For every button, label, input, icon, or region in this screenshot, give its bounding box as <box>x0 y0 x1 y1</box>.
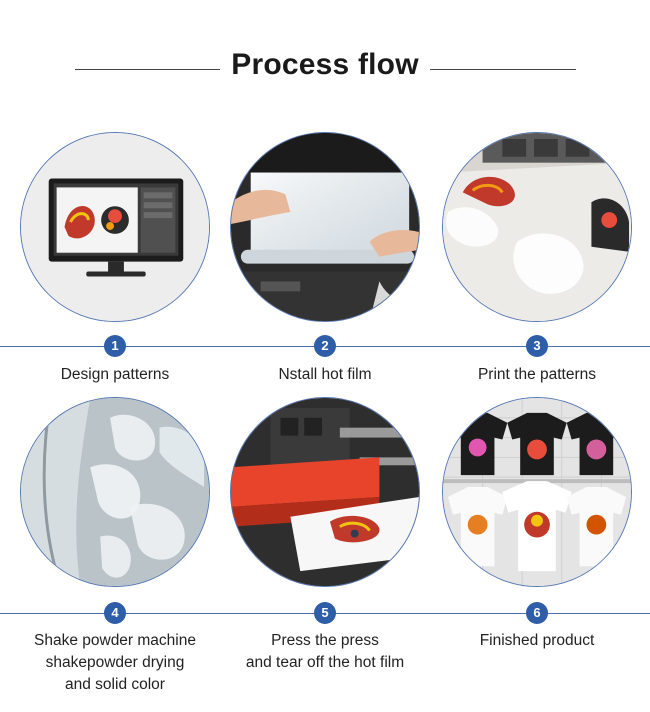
step-number-badge: 1 <box>104 335 126 357</box>
title-divider-left <box>75 69 220 70</box>
powder-shaking-illustration <box>21 398 209 586</box>
step-6-caption: Finished product <box>432 630 642 652</box>
step-6-image <box>442 397 632 587</box>
caption-line: and tear off the hot film <box>245 654 405 671</box>
step-number-badge: 6 <box>526 602 548 624</box>
monitor-design-illustration <box>21 133 209 321</box>
finished-tshirts-illustration <box>443 398 631 586</box>
step-number-badge: 2 <box>314 335 336 357</box>
caption-line: Nstall hot film <box>278 366 372 383</box>
page-title: Process flow <box>231 48 419 81</box>
heat-press-illustration <box>231 398 419 586</box>
step-2-image <box>230 132 420 322</box>
step-4-caption: Shake powder machine shakepowder drying … <box>10 630 220 696</box>
step-1-image <box>20 132 210 322</box>
film-installation-illustration <box>231 133 419 321</box>
caption-line: Press the press <box>271 632 379 649</box>
step-5-image <box>230 397 420 587</box>
step-5-caption: Press the press and tear off the hot fil… <box>220 630 430 674</box>
caption-line: shakepowder drying <box>45 654 185 671</box>
caption-line: Design patterns <box>60 366 170 383</box>
step-number-badge: 5 <box>314 602 336 624</box>
caption-line: Print the patterns <box>477 366 597 383</box>
step-3-caption: Print the patterns <box>432 364 642 386</box>
caption-line: and solid color <box>65 676 165 693</box>
section-header: Process flow <box>0 48 650 88</box>
title-divider-right <box>430 69 576 70</box>
caption-line: Finished product <box>479 632 595 649</box>
printing-illustration <box>443 133 631 321</box>
step-3-image <box>442 132 632 322</box>
caption-line: Shake powder machine <box>34 632 196 649</box>
step-number-badge: 4 <box>104 602 126 624</box>
step-1-caption: Design patterns <box>10 364 220 386</box>
step-number-badge: 3 <box>526 335 548 357</box>
step-4-image <box>20 397 210 587</box>
step-2-caption: Nstall hot film <box>220 364 430 386</box>
